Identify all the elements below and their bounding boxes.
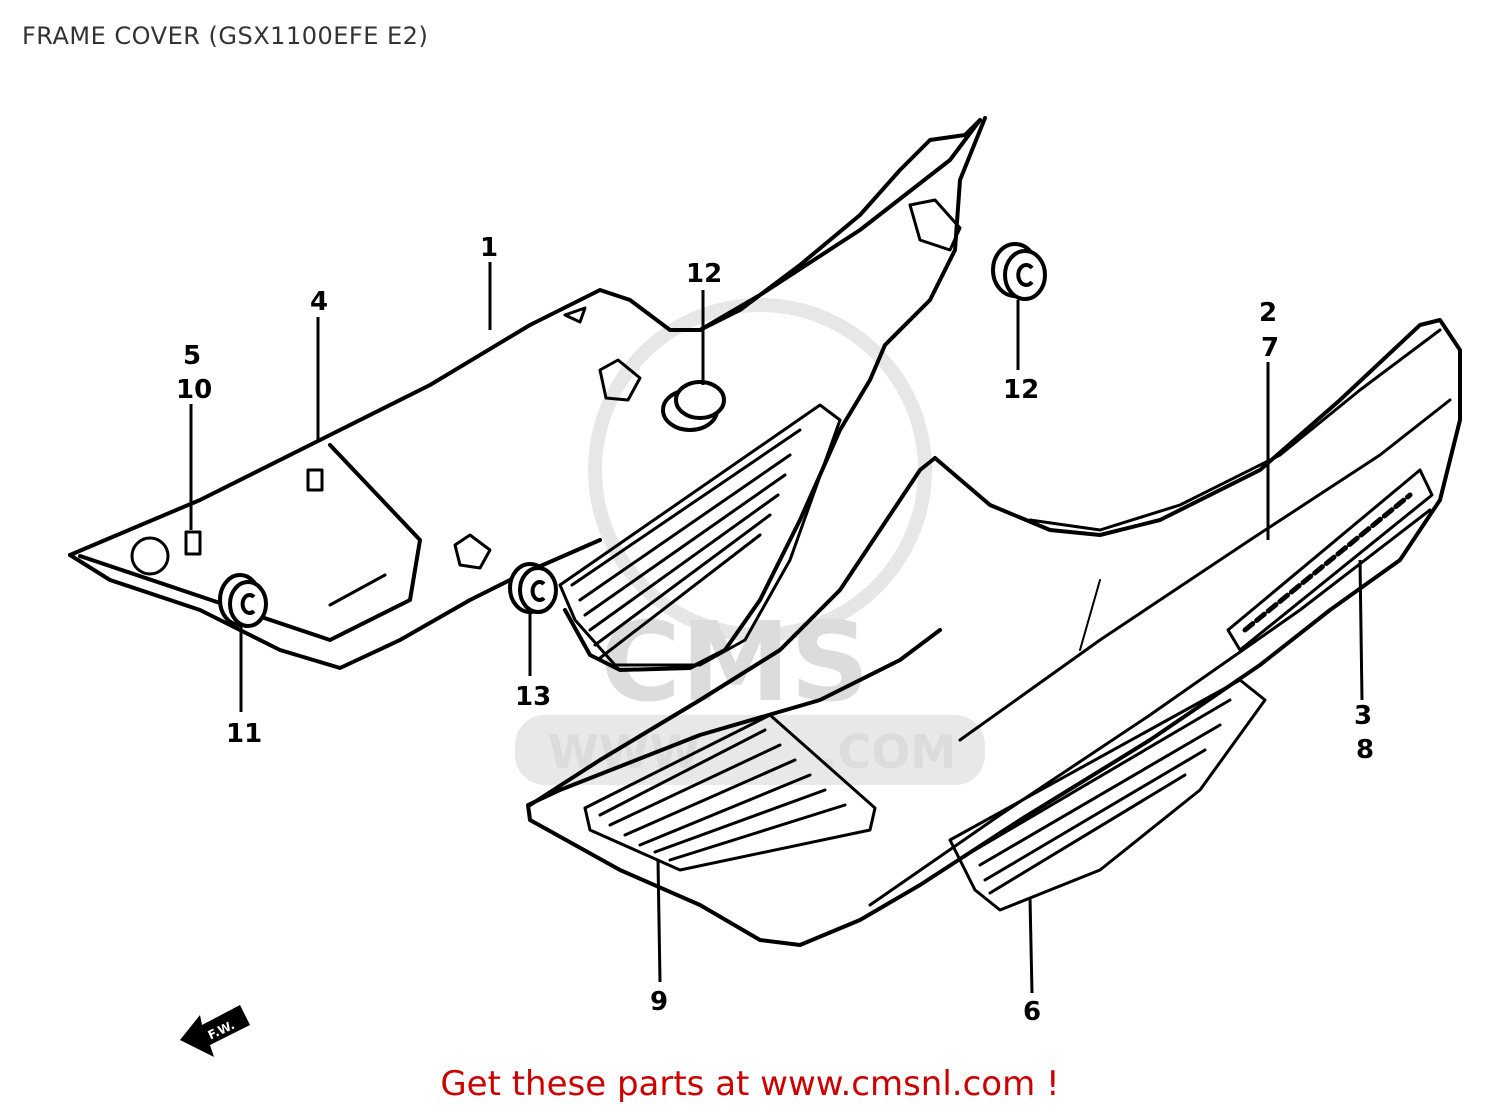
forward-arrow-icon: F.W. [180,1005,250,1057]
callout-2: 2 [1259,298,1277,328]
watermark-brand: CMS [600,598,869,726]
grommets [218,242,1047,628]
watermark-url-right: .COM [820,725,956,779]
promo-banner[interactable]: Get these parts at www.cmsnl.com ! [0,1064,1500,1104]
grommet-11 [218,573,268,628]
diagram-title: FRAME COVER (GSX1100EFE E2) [22,22,429,50]
callout-11: 11 [226,719,262,749]
watermark-url-left: WWW [548,725,700,779]
callout-6: 6 [1023,997,1041,1027]
callout-9: 9 [650,987,668,1017]
callout-5: 5 [183,341,201,371]
callout-12-left: 12 [686,259,722,289]
watermark: CMS WWW .COM [515,298,985,785]
callout-3: 3 [1354,701,1372,731]
leader-lines [189,262,1364,994]
right-frame-cover [526,318,1462,947]
grommet-13 [508,562,558,614]
decal [1226,468,1434,652]
grommet-12-right [991,242,1047,301]
callout-1: 1 [480,233,498,263]
grommet-12-left [661,380,726,432]
callout-10: 10 [176,375,212,405]
callout-12-right: 12 [1003,375,1039,405]
promo-link[interactable]: Get these parts at www.cmsnl.com ! [440,1064,1060,1104]
callout-4: 4 [310,287,328,317]
callout-7: 7 [1261,333,1279,363]
callout-13: 13 [515,682,551,712]
callout-8: 8 [1356,735,1374,765]
